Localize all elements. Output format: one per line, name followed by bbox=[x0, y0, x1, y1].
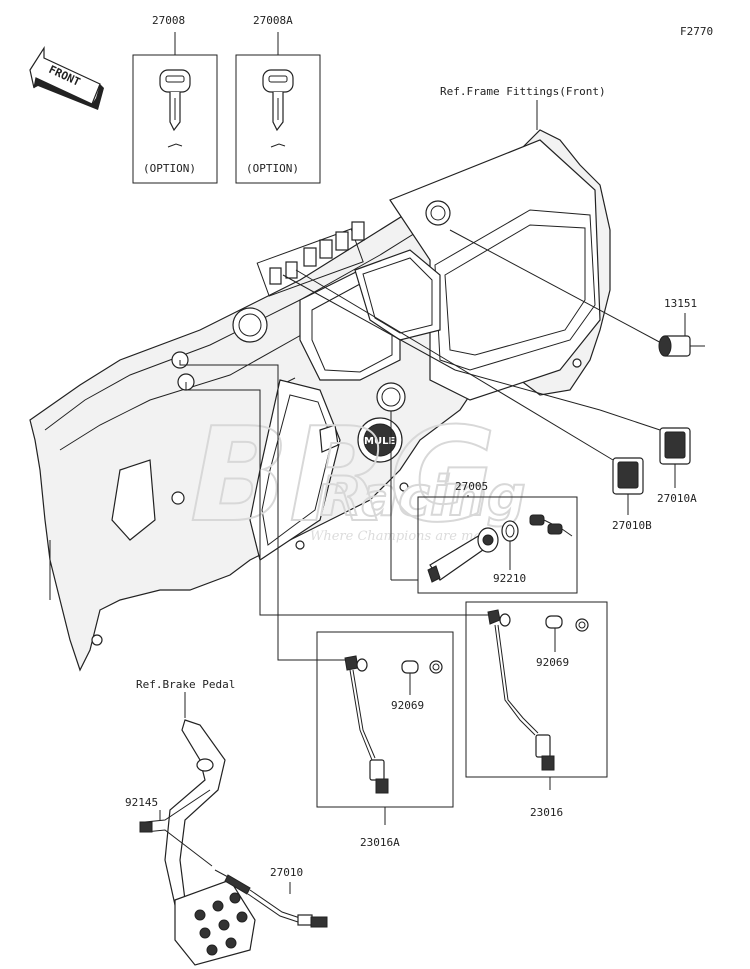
front-arrow-icon: FRONT bbox=[29, 45, 104, 110]
bulb-right-label: 92069 bbox=[536, 656, 569, 669]
power-socket: 13151 bbox=[449, 229, 705, 357]
key-option-b: 27008A (OPTION) bbox=[235, 14, 321, 184]
switch-a-label: 27010A bbox=[657, 492, 697, 505]
watermark-line1: BRG bbox=[190, 399, 496, 551]
mule-badge: MULE bbox=[364, 436, 395, 447]
watermark: BRG Racing Where Champions are made bbox=[189, 398, 527, 552]
figure-code: F2770 bbox=[680, 25, 713, 38]
ignition-set-label: 27005 bbox=[455, 480, 488, 493]
switch-slots bbox=[269, 221, 365, 285]
indicator-harness-right: 92069 23016 bbox=[185, 382, 608, 819]
switch-b-label: 27010B bbox=[612, 519, 652, 532]
key-pair-icon bbox=[529, 514, 573, 537]
spring-label: 92145 bbox=[125, 796, 158, 809]
pedal-pad-studs bbox=[194, 892, 248, 956]
rocker-switch-b: 27010B bbox=[295, 269, 652, 532]
watermark-tagline: Where Champions are made bbox=[310, 529, 498, 544]
ref-brake-label: Ref.Brake Pedal bbox=[136, 678, 235, 691]
indicator-harness-left: 92069 23016A bbox=[179, 360, 454, 849]
key-icon bbox=[159, 69, 191, 148]
rocker-switch-a: 27010A bbox=[282, 274, 697, 505]
brake-light-switch: 27010 bbox=[214, 866, 328, 928]
harness-left-label: 23016A bbox=[360, 836, 400, 849]
key-option-a: 27008 (OPTION) bbox=[132, 14, 218, 184]
dashboard-panel: MULE bbox=[29, 129, 611, 672]
ring-label: 92210 bbox=[493, 572, 526, 585]
bulb-left-label: 92069 bbox=[391, 699, 424, 712]
socket-label: 13151 bbox=[664, 297, 697, 310]
harness-right-label: 23016 bbox=[530, 806, 563, 819]
option-a-label: (OPTION) bbox=[143, 162, 196, 175]
key-a-label: 27008 bbox=[152, 14, 185, 27]
brake-switch-label: 27010 bbox=[270, 866, 303, 879]
key-icon bbox=[262, 69, 294, 148]
option-b-label: (OPTION) bbox=[246, 162, 299, 175]
brake-pedal: Ref.Brake Pedal 92145 bbox=[125, 678, 256, 966]
ignition-switch-set: 27005 92210 bbox=[390, 411, 578, 594]
key-b-label: 27008A bbox=[253, 14, 293, 27]
ref-frame-label: Ref.Frame Fittings(Front) bbox=[440, 85, 606, 98]
